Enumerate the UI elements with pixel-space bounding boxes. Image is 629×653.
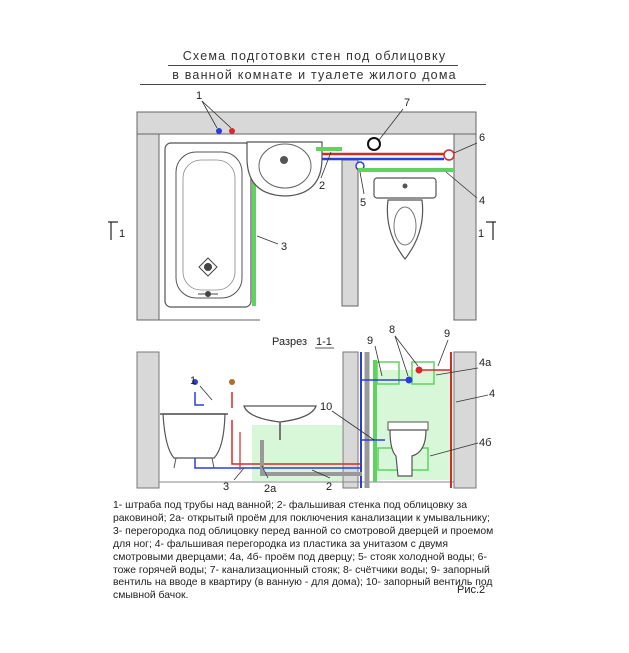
title-underline [168,65,458,66]
callout-3-plan: 3 [281,241,287,253]
svg-text:1: 1 [478,228,484,240]
section-mark-left: 1 [108,221,125,240]
sink-section [243,405,317,440]
sink-plan [246,141,323,197]
callout-8: 8 [389,324,395,336]
section-partition [342,351,359,489]
callout-3-section: 3 [223,481,229,493]
drain-pipe-section [260,440,362,476]
plan-partition [341,159,359,307]
section-right-wall [453,351,477,489]
callout-1-plan: 1 [196,90,202,102]
bathtub-drain [198,257,218,297]
hot-meter-icon [415,366,423,374]
bathtub-inner [175,151,243,299]
diagram-subtitle: в ванной комнате и туалете жилого дома [172,68,457,82]
section-id: 1-1 [316,336,332,348]
plan-right-wall [453,133,477,321]
section-callouts: 1 3 2а 2 10 9 8 9 4а 4 4б [190,324,495,495]
section-view: Разрез 1-1 [136,324,495,495]
toilet-plan [373,177,437,260]
callout-2a: 2а [264,483,277,495]
callout-4b: 4б [479,437,491,449]
section-left-wall [136,351,160,489]
callout-4a: 4а [479,357,492,369]
callout-6: 6 [479,132,485,144]
bathtub-section [160,413,228,469]
hot-riser-icon [443,149,455,161]
cold-outlet-icon [216,128,222,134]
plan-left-wall [136,133,160,321]
false-wall-2-section [252,425,342,481]
section-mark-right: 1 [478,221,496,240]
plan-top-wall [136,111,477,135]
callout-10: 10 [320,401,332,413]
callout-2-section: 2 [326,481,332,493]
sewer-riser-icon [367,137,381,151]
diagram-title: Схема подготовки стен под облицовку [182,49,447,63]
section-title: Разрез [272,336,307,348]
callout-1-section: 1 [190,375,196,387]
hot-pipe-section [231,420,361,465]
plan-view: 1 7 6 2 5 4 3 1 1 [108,90,496,321]
hot-outlet-icon [229,128,235,134]
callout-7: 7 [404,97,410,109]
callout-4-section: 4 [489,388,495,400]
toilet-section [387,421,429,477]
cold-meter-icon [405,376,413,384]
callout-5: 5 [360,197,366,209]
figure-caption: 1- штраба под трубы над ванной; 2- фальш… [113,500,494,602]
callout-4-plan: 4 [479,195,485,207]
figure-number: Рис.2 [457,584,486,596]
svg-text:1: 1 [119,228,125,240]
callout-9-right: 9 [444,328,450,340]
bathtub [164,142,252,308]
subtitle-underline [140,84,486,85]
plan-callouts: 1 7 6 2 5 4 3 [196,90,485,253]
callout-9-left: 9 [367,335,373,347]
callout-2-plan: 2 [319,180,325,192]
